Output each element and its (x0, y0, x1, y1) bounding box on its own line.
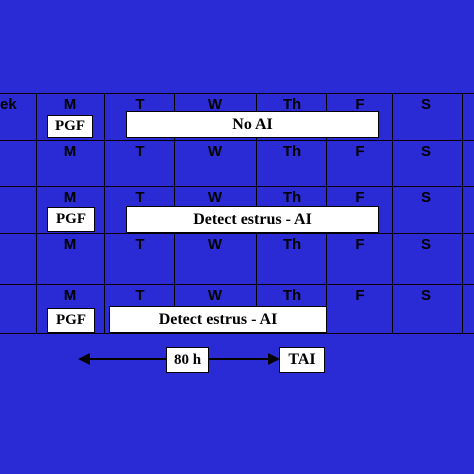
day-label-tuesday: T (135, 189, 145, 206)
day-label-friday: F (355, 236, 365, 253)
day-label-wednesday: W (207, 96, 223, 113)
day-label-thursday: Th (282, 236, 302, 253)
week-header-label: ek (0, 96, 17, 113)
pgf-injection-box: PGF (47, 308, 95, 333)
day-label-wednesday: W (207, 143, 223, 160)
day-label-thursday: Th (282, 287, 302, 304)
day-label-wednesday: W (207, 236, 223, 253)
day-label-monday: M (63, 236, 77, 253)
day-label-monday: M (63, 189, 77, 206)
day-label-monday: M (63, 96, 77, 113)
day-label-saturday: S (420, 143, 431, 160)
day-label-saturday: S (420, 236, 431, 253)
grid-line (0, 93, 474, 94)
detect-estrus-ai-bar: Detect estrus - AI (109, 306, 327, 333)
pgf-injection-box: PGF (47, 115, 93, 138)
day-label-friday: F (355, 143, 365, 160)
grid-line (36, 93, 37, 333)
day-label-friday: F (355, 287, 365, 304)
day-label-tuesday: T (135, 96, 145, 113)
day-label-wednesday: W (207, 189, 223, 206)
day-label-tuesday: T (135, 143, 145, 160)
interval-label-box: 80 h (166, 347, 209, 373)
detect-estrus-ai-bar: Detect estrus - AI (126, 206, 379, 233)
grid-line (0, 233, 474, 234)
day-label-friday: F (355, 189, 365, 206)
tai-box: TAI (279, 347, 325, 373)
day-label-monday: M (63, 287, 77, 304)
grid-line (392, 93, 393, 333)
grid-line (0, 333, 474, 334)
no-ai-bar: No AI (126, 111, 379, 138)
grid-line (0, 140, 474, 141)
day-label-monday: M (63, 143, 77, 160)
grid-line (462, 93, 463, 333)
grid-line (104, 93, 105, 333)
arrow-right-icon (268, 353, 280, 365)
grid-line (0, 284, 474, 285)
day-label-friday: F (355, 96, 365, 113)
pgf-injection-box: PGF (47, 207, 95, 232)
day-label-thursday: Th (282, 189, 302, 206)
day-label-saturday: S (420, 96, 431, 113)
day-label-thursday: Th (282, 96, 302, 113)
day-label-thursday: Th (282, 143, 302, 160)
day-label-wednesday: W (207, 287, 223, 304)
day-label-tuesday: T (135, 287, 145, 304)
day-label-saturday: S (420, 287, 431, 304)
day-label-tuesday: T (135, 236, 145, 253)
grid-line (0, 186, 474, 187)
arrow-left-icon (78, 353, 90, 365)
day-label-saturday: S (420, 189, 431, 206)
